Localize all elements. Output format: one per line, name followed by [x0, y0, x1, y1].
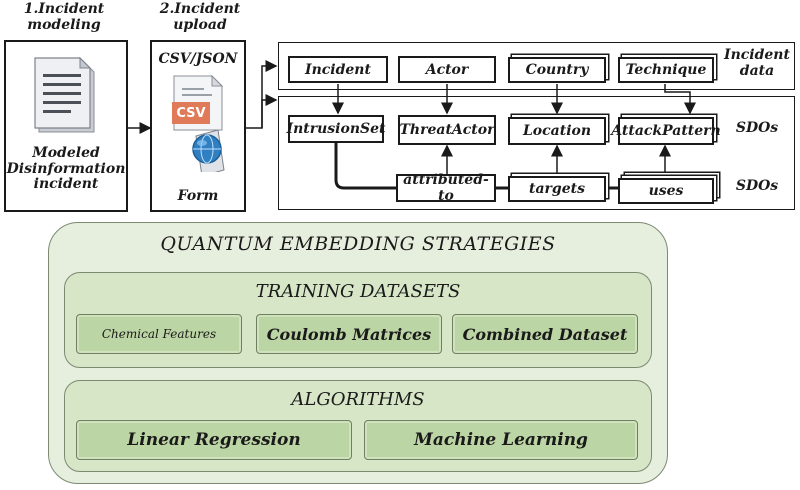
globe-icon [192, 134, 222, 164]
coulomb-matrices-button: Coulomb Matrices [256, 314, 442, 354]
form-label: Form [177, 188, 219, 204]
modeled-incident-panel: Modeled Disinformation incident [4, 40, 128, 212]
chemical-features-button: Chemical Features [76, 314, 242, 354]
quantum-title: QUANTUM EMBEDDING STRATEGIES [160, 233, 556, 255]
intrusionset-box: IntrusionSet [287, 115, 385, 143]
country-box: Country [508, 57, 606, 83]
incident-data-label: Incident data [724, 47, 790, 79]
sdos-frame [278, 96, 795, 210]
algorithms-title: ALGORITHMS [291, 389, 425, 410]
format-label: CSV/JSON [158, 51, 238, 67]
location-box: Location [508, 117, 606, 145]
linear-regression-button: Linear Regression [76, 420, 352, 460]
attributed-to-box: attributed-to [396, 172, 496, 204]
technique-box: Technique [618, 57, 714, 83]
document-icon [34, 56, 95, 133]
training-datasets-title: TRAINING DATASETS [255, 281, 461, 302]
threatactor-box: ThreatActor [398, 115, 496, 145]
csv-badge: CSV [172, 102, 210, 124]
step1-label: 1.Incident modeling [23, 1, 105, 33]
incident-upload-panel: CSV/JSON CSV Form [150, 40, 246, 212]
attackpattern-box: AttackPattern [611, 117, 721, 145]
sdos-label-bottom: SDOs [735, 178, 779, 194]
actor-box: Actor [398, 56, 496, 83]
step2-label: 2.Incident upload [159, 1, 241, 33]
targets-box: targets [508, 176, 606, 202]
sdos-label-top: SDOs [735, 120, 779, 136]
machine-learning-button: Machine Learning [364, 420, 638, 460]
modeled-incident-caption: Modeled Disinformation incident [6, 145, 126, 193]
incident-box: Incident [288, 56, 388, 83]
uses-box: uses [618, 178, 714, 204]
combined-dataset-button: Combined Dataset [452, 314, 638, 354]
incident-data-frame [278, 42, 795, 90]
